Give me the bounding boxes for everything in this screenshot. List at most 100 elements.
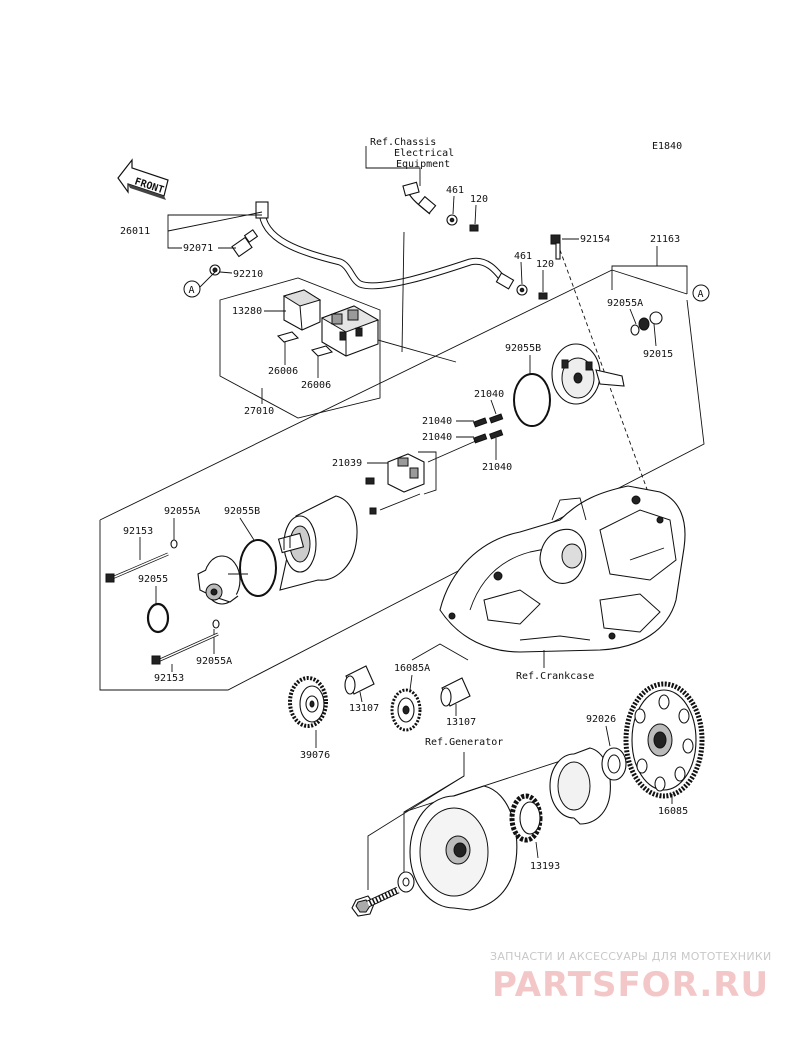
part-461b: 461 xyxy=(514,251,532,262)
part-92055: 92055 xyxy=(138,574,168,585)
washer-461b xyxy=(516,284,528,296)
part-92153a: 92153 xyxy=(123,526,153,537)
ref-generator-label: Ref.Generator xyxy=(425,737,503,748)
leader-92026 xyxy=(605,725,611,747)
bolt-92153a xyxy=(105,552,169,583)
marker-a-left: A xyxy=(183,280,201,298)
flange-bolt xyxy=(351,886,400,917)
leader-92055b-left xyxy=(239,517,255,541)
part-13193: 13193 xyxy=(530,861,560,872)
washer-92026 xyxy=(601,747,627,781)
watermark-tagline: ЗАПЧАСТИ И АКСЕССУАРЫ ДЛЯ МОТОТЕХНИКИ xyxy=(490,950,772,963)
part-92026: 92026 xyxy=(586,714,616,725)
ref-chassis-leader xyxy=(365,146,421,186)
part-26011: 26011 xyxy=(120,226,150,237)
leader-461b xyxy=(520,261,523,285)
part-13280: 13280 xyxy=(232,306,262,317)
crankcase xyxy=(439,485,686,653)
guide-lines-21039 xyxy=(379,439,479,511)
part-120b: 120 xyxy=(536,259,554,270)
part-21040b: 21040 xyxy=(422,416,452,427)
svg-text:Ref.Chassis: Ref.Chassis xyxy=(370,137,436,148)
gear-16085a xyxy=(390,688,422,732)
part-21039: 21039 xyxy=(332,458,362,469)
part-13107b: 13107 xyxy=(446,717,476,728)
part-16085a: 16085A xyxy=(394,663,430,674)
part-26006b: 26006 xyxy=(301,380,331,391)
oring-92055 xyxy=(146,602,170,634)
oring-92055a-l2 xyxy=(212,619,220,629)
nut-92055a-top xyxy=(630,311,663,336)
bolt-120b xyxy=(538,292,548,300)
oring-92055b-top xyxy=(513,373,551,427)
svg-text:Equipment: Equipment xyxy=(396,159,450,170)
part-21040d: 21040 xyxy=(482,462,512,473)
part-21040c: 21040 xyxy=(422,432,452,443)
leader-92055a-top xyxy=(629,308,637,325)
guide-92154 xyxy=(559,249,649,493)
leader-92210 xyxy=(219,271,233,274)
leader-13107a xyxy=(359,691,363,703)
chassis-wire xyxy=(401,231,405,353)
leader-92071-a xyxy=(167,231,182,249)
part-16085: 16085 xyxy=(658,806,688,817)
part-92015: 92015 xyxy=(643,349,673,360)
frame-16085a xyxy=(411,643,469,661)
bolt-92153b xyxy=(151,632,219,665)
relay-bracket xyxy=(219,277,381,419)
bracket-21039 xyxy=(418,451,437,495)
starter-gear-16085 xyxy=(623,681,705,799)
one-way-clutch-13193 xyxy=(509,793,543,843)
svg-text:Electrical: Electrical xyxy=(394,148,454,159)
leader-92015 xyxy=(653,323,657,347)
gear-39076 xyxy=(288,676,328,728)
front-arrow-icon: FRONT xyxy=(117,158,169,200)
part-92055a-l2: 92055A xyxy=(196,656,232,667)
part-92154: 92154 xyxy=(580,234,610,245)
leader-marker-a-left xyxy=(199,271,216,288)
fuse-26006a xyxy=(276,331,300,343)
relay-13280 xyxy=(282,289,322,331)
leader-21163-b xyxy=(611,265,657,290)
brush-holder-21039 xyxy=(365,453,425,515)
oring-92055a-l1 xyxy=(170,539,178,549)
fuse-26006b xyxy=(310,345,334,357)
marker-a-right: A xyxy=(692,284,710,302)
starter-group-frame xyxy=(99,269,705,691)
leader-26011 xyxy=(167,211,263,232)
part-461a: 461 xyxy=(446,185,464,196)
part-92055a-l1: 92055A xyxy=(164,506,200,517)
leader-120a xyxy=(474,204,477,225)
starter-motor xyxy=(277,495,358,591)
part-92153b: 92153 xyxy=(154,673,184,684)
diagram-code: E1840 xyxy=(652,141,682,152)
part-92210: 92210 xyxy=(233,269,263,280)
part-26006a: 26006 xyxy=(268,366,298,377)
part-39076: 39076 xyxy=(300,750,330,761)
svg-text:A: A xyxy=(698,289,704,300)
leader-21163 xyxy=(656,246,688,294)
part-92055b-left: 92055B xyxy=(224,506,260,517)
battery-cable xyxy=(255,181,515,290)
svg-text:A: A xyxy=(189,285,195,296)
part-92055a-top: 92055A xyxy=(607,298,643,309)
ref-crankcase-label: Ref.Crankcase xyxy=(516,671,594,682)
leader-16085a xyxy=(409,674,413,691)
generator-rotor xyxy=(409,785,518,911)
clutch-housing xyxy=(549,747,611,825)
terminal-cap xyxy=(209,229,259,276)
part-13107a: 13107 xyxy=(349,703,379,714)
washer-461a xyxy=(446,214,458,226)
leader-13193 xyxy=(535,841,539,859)
watermark-brand: PARTSFOR.RU xyxy=(492,965,769,1005)
rear-cover xyxy=(551,343,625,405)
part-27010: 27010 xyxy=(244,406,274,417)
part-120a: 120 xyxy=(470,194,488,205)
relay-wire xyxy=(377,339,457,363)
leader-generator xyxy=(367,752,465,890)
shaft-13107a xyxy=(344,665,375,695)
washer-generator xyxy=(397,871,415,893)
starter-relay xyxy=(320,305,380,357)
brushes-21040 xyxy=(473,413,504,444)
